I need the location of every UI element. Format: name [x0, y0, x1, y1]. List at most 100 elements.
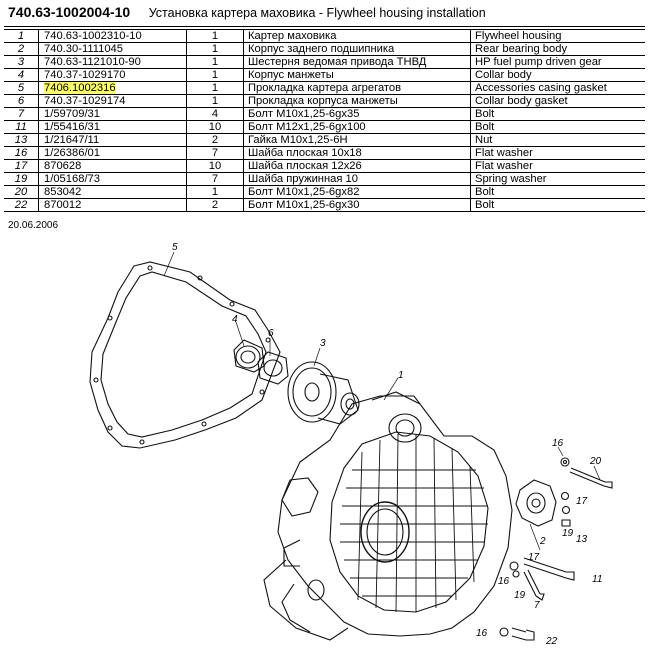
part-number-cell: 1/26386/01 [38, 146, 187, 160]
position-cell: 2 [4, 42, 39, 56]
position-cell: 7 [4, 107, 39, 121]
english-name-cell: Flywheel housing [470, 30, 645, 43]
part-number-cell: 870012 [38, 198, 187, 212]
quantity-cell: 1 [186, 42, 244, 56]
callout-5: 5 [172, 242, 178, 253]
english-name-cell: Bolt [470, 120, 645, 134]
collar-gasket-drawing [257, 351, 289, 385]
exploded-view-drawing: 5 4 6 3 1 16 20 17 2 19 13 17 11 16 19 7… [89, 242, 613, 647]
callout-19-top: 19 [562, 528, 574, 539]
english-name-cell: Rear bearing body [470, 42, 645, 56]
part-number-cell: 1/59709/31 [38, 107, 187, 121]
part-number-cell: 1/55416/31 [38, 120, 187, 134]
fasteners-drawing [499, 457, 613, 641]
assembly-code-prefix: 740.63- [8, 4, 56, 20]
english-name-cell: Accessories casing gasket [470, 81, 645, 95]
callout-16-bottom: 16 [476, 628, 488, 639]
callout-7: 7 [534, 600, 540, 611]
callout-20: 20 [589, 456, 602, 467]
callout-1: 1 [398, 370, 404, 381]
english-name-cell: Spring washer [470, 172, 645, 186]
english-name-cell: Bolt [470, 107, 645, 121]
callout-16-top: 16 [552, 438, 564, 449]
position-cell: 4 [4, 68, 39, 82]
part-number-cell: 740.63-1121010-90 [38, 55, 187, 69]
flywheel-housing-drawing [263, 391, 513, 641]
english-name-cell: Flat washer [470, 146, 645, 160]
position-cell: 20 [4, 185, 39, 199]
leader-lines [163, 251, 601, 551]
callout-11: 11 [592, 574, 602, 585]
english-name-cell: Bolt [470, 185, 645, 199]
position-cell: 6 [4, 94, 39, 108]
part-number-cell: 870628 [38, 159, 187, 173]
quantity-cell: 10 [186, 120, 244, 134]
russian-name-cell: Корпус манжеты [243, 68, 471, 82]
russian-name-cell: Шайба плоская 12х26 [243, 159, 471, 173]
callout-13: 13 [576, 534, 588, 545]
quantity-cell: 7 [186, 172, 244, 186]
russian-name-cell: Болт М12х1,25-6gх100 [243, 120, 471, 134]
position-cell: 22 [4, 198, 39, 212]
callout-17-top: 17 [576, 496, 588, 507]
quantity-cell: 2 [186, 133, 244, 147]
part-number-cell: 740.63-1002310-10 [38, 30, 187, 43]
russian-name-cell: Прокладка картера агрегатов [243, 81, 471, 95]
callout-6: 6 [268, 328, 274, 339]
quantity-cell: 7 [186, 146, 244, 160]
callout-3: 3 [320, 338, 326, 349]
position-cell: 3 [4, 55, 39, 69]
part-number-cell: 7406.1002316 [38, 81, 187, 95]
assembly-code: 1002004-10 [55, 4, 131, 20]
position-cell: 17 [4, 159, 39, 173]
position-cell: 11 [4, 120, 39, 134]
english-name-cell: Collar body [470, 68, 645, 82]
part-number-cell: 740.37-1029170 [38, 68, 187, 82]
quantity-cell: 1 [186, 185, 244, 199]
header-rule-bottom [4, 29, 645, 30]
quantity-cell: 1 [186, 30, 244, 43]
quantity-cell: 2 [186, 198, 244, 212]
part-number-cell: 740.30-1111045 [38, 42, 187, 56]
russian-name-cell: Шестерня ведомая привода ТНВД [243, 55, 471, 69]
english-name-cell: HP fuel pump driven gear [470, 55, 645, 69]
callout-22: 22 [545, 636, 558, 647]
russian-name-cell: Шайба плоская 10х18 [243, 146, 471, 160]
russian-name-cell: Корпус заднего подшипника [243, 42, 471, 56]
quantity-cell: 1 [186, 68, 244, 82]
document-date: 20.06.2006 [8, 220, 59, 231]
position-cell: 1 [4, 30, 39, 43]
gasket-drawing [89, 261, 281, 449]
driven-gear-drawing [287, 361, 360, 425]
quantity-cell: 10 [186, 159, 244, 173]
part-number-cell: 853042 [38, 185, 187, 199]
quantity-cell: 1 [186, 94, 244, 108]
callout-17-bottom: 17 [528, 552, 540, 563]
quantity-cell: 1 [186, 55, 244, 69]
english-name-cell: Flat washer [470, 159, 645, 173]
russian-name-cell: Болт М10х1,25-6gх82 [243, 185, 471, 199]
bearing-body-drawing [515, 479, 557, 527]
quantity-cell: 4 [186, 107, 244, 121]
quantity-cell: 1 [186, 81, 244, 95]
english-name-cell: Collar body gasket [470, 94, 645, 108]
position-cell: 5 [4, 81, 39, 95]
callout-16-mid: 16 [498, 576, 510, 587]
document-header: 740.63-1002004-10 Установка картера махо… [8, 4, 644, 24]
position-cell: 13 [4, 133, 39, 147]
russian-name-cell: Картер маховика [243, 30, 471, 43]
callout-19-bottom: 19 [514, 590, 526, 601]
english-name-cell: Nut [470, 133, 645, 147]
position-cell: 19 [4, 172, 39, 186]
